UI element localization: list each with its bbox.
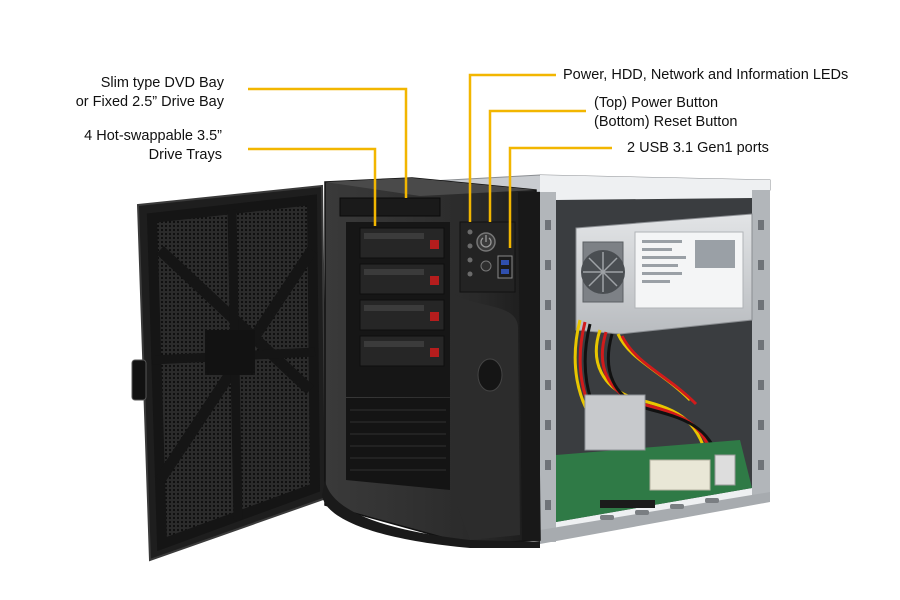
callout-dvd-bay-line2: or Fixed 2.5” Drive Bay bbox=[75, 94, 224, 110]
drive-tray bbox=[359, 335, 445, 367]
power-supply bbox=[575, 213, 753, 335]
callout-dvd-bay-line1: Slim type DVD Bay bbox=[100, 75, 224, 91]
callout-leds: Power, HDD, Network and Information LEDs bbox=[563, 66, 848, 85]
callout-drive-trays: 4 Hot-swappable 3.5” Drive Trays bbox=[40, 127, 222, 165]
leader-lines bbox=[248, 73, 612, 248]
callout-leds-line1: Power, HDD, Network and Information LEDs bbox=[563, 67, 849, 83]
callout-dvd-bay: Slim type DVD Bay or Fixed 2.5” Drive Ba… bbox=[40, 74, 224, 112]
leader-usb bbox=[508, 146, 612, 248]
callout-drive-trays-line2: Drive Trays bbox=[148, 147, 222, 163]
leader-drive-trays bbox=[248, 147, 377, 226]
callout-usb: 2 USB 3.1 Gen1 ports bbox=[627, 139, 769, 158]
front-door bbox=[131, 184, 328, 562]
leader-buttons bbox=[488, 109, 586, 222]
leader-leds bbox=[468, 73, 556, 222]
motherboard bbox=[556, 394, 752, 522]
drive-tray bbox=[359, 263, 445, 295]
callout-usb-line1: 2 USB 3.1 Gen1 ports bbox=[627, 140, 769, 156]
callout-drive-trays-line1: 4 Hot-swappable 3.5” bbox=[84, 128, 222, 144]
reset-button-icon bbox=[480, 260, 492, 272]
usb-port-icon bbox=[497, 255, 513, 279]
door-latch-icon bbox=[477, 358, 503, 392]
callout-buttons-line2: (Bottom) Reset Button bbox=[594, 114, 738, 130]
drive-tray bbox=[359, 299, 445, 331]
drive-tray bbox=[359, 227, 445, 259]
dvd-bay bbox=[339, 197, 441, 217]
drive-trays bbox=[359, 227, 445, 367]
leader-dvd-bay bbox=[248, 87, 408, 198]
callout-buttons-line1: (Top) Power Button bbox=[594, 95, 719, 111]
callout-buttons: (Top) Power Button (Bottom) Reset Button bbox=[594, 94, 737, 132]
